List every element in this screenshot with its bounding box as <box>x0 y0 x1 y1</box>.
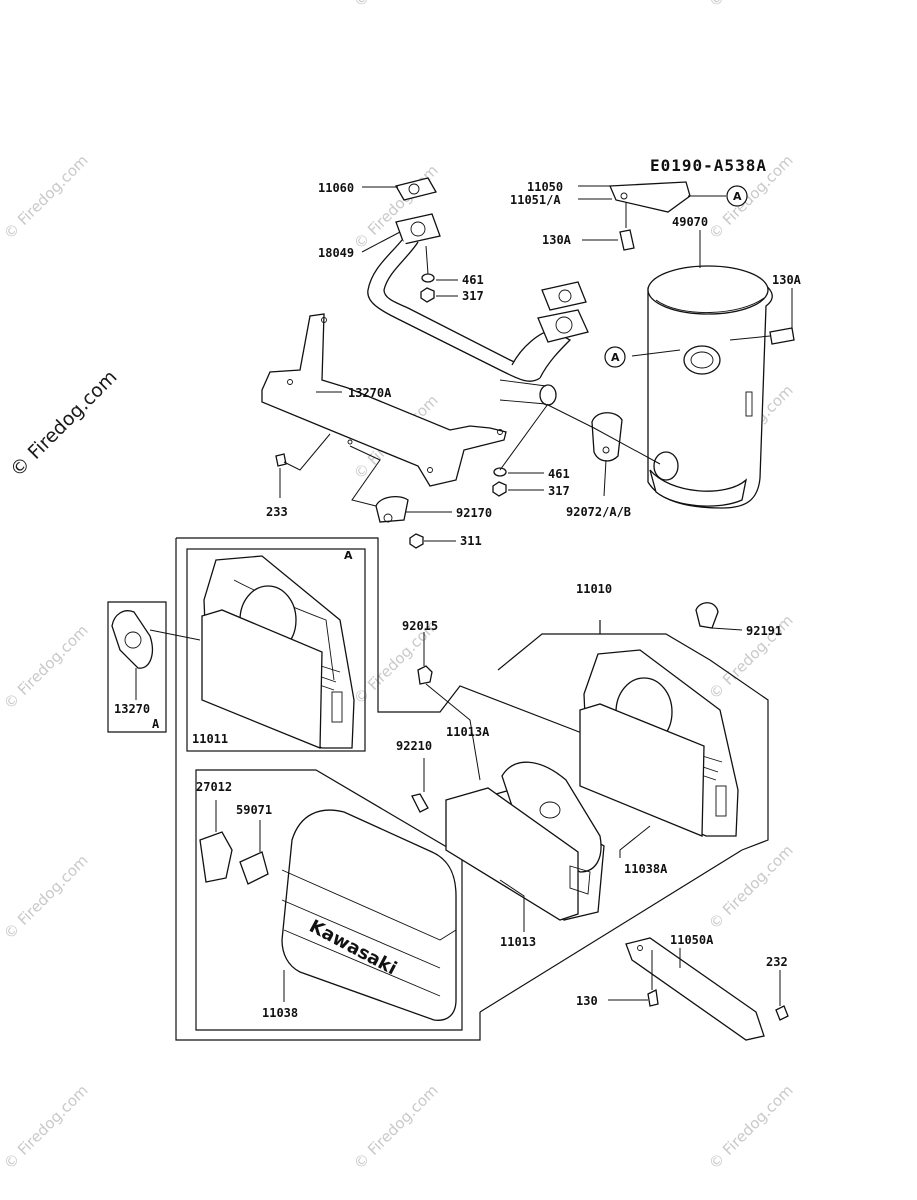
part-number: 317 <box>548 484 570 498</box>
bracket-11050A <box>625 937 789 1041</box>
air-cleaner-cover: Kawasaki <box>199 800 457 1021</box>
filters <box>411 665 605 921</box>
part-number: 11060 <box>318 181 354 195</box>
part-number: 11011 <box>192 732 228 746</box>
part-number: 49070 <box>672 215 708 229</box>
exhaust-pipe-assembly <box>367 177 589 497</box>
part-number: 27012 <box>196 780 232 794</box>
part-number: 11050 <box>527 180 563 194</box>
watermark: © Firedog.com <box>705 0 797 11</box>
air-cleaner-base-11011 <box>201 555 355 749</box>
part-number: 13270A <box>348 386 392 400</box>
watermark: © Firedog.com <box>350 0 442 11</box>
svg-text:A: A <box>733 190 742 203</box>
diagram-code: E0190-A538A <box>650 156 767 175</box>
part-number-suffix: A <box>152 717 160 731</box>
part-number: 11038 <box>262 1006 298 1020</box>
part-number: 130A <box>772 273 802 287</box>
callout-a-muffler: A <box>604 346 626 368</box>
part-number: 13270 <box>114 702 150 716</box>
part-labels: 11060 18049 461 317 11050 11051/A 130A 4… <box>114 180 802 1020</box>
part-number: 130 <box>576 994 598 1008</box>
part-number: 232 <box>766 955 788 969</box>
watermark: © Firedog.com <box>0 1081 92 1173</box>
part-number: 11050A <box>670 933 714 947</box>
air-cleaner-base-11038A <box>579 602 743 837</box>
part-number: 311 <box>460 534 482 548</box>
part-number: 461 <box>462 273 484 287</box>
leader-lines <box>135 185 793 1006</box>
watermark: © Firedog.com <box>0 151 92 243</box>
part-number: 11038A <box>624 862 668 876</box>
part-number: 11013A <box>446 725 490 739</box>
part-number: 59071 <box>236 803 272 817</box>
callout-a-top: A <box>726 185 748 207</box>
part-number: 92072/A/B <box>566 505 631 519</box>
part-number: 130A <box>542 233 572 247</box>
part-number: 461 <box>548 467 570 481</box>
muffler <box>547 181 795 509</box>
part-number: 11013 <box>500 935 536 949</box>
part-number: 233 <box>266 505 288 519</box>
watermark: © Firedog.com <box>0 621 92 713</box>
watermark-dark: © Firedog.com <box>6 366 121 481</box>
part-number: 92170 <box>456 506 492 520</box>
part-number: 11010 <box>576 582 612 596</box>
watermark: © Firedog.com <box>350 1081 442 1173</box>
frame-letter: A <box>344 549 353 562</box>
part-number: 18049 <box>318 246 354 260</box>
gasket-13270 <box>111 610 201 669</box>
part-number: 92015 <box>402 619 438 633</box>
watermark: © Firedog.com <box>705 841 797 933</box>
part-number: 11051/A <box>510 193 561 207</box>
svg-text:A: A <box>611 351 620 364</box>
air-cleaner-frames <box>107 537 769 1041</box>
watermark: © Firedog.com <box>705 1081 797 1173</box>
watermark: © Firedog.com <box>0 851 92 943</box>
exhaust-bracket <box>261 313 507 549</box>
part-number: 92191 <box>746 624 782 638</box>
part-number: 317 <box>462 289 484 303</box>
part-number: 92210 <box>396 739 432 753</box>
